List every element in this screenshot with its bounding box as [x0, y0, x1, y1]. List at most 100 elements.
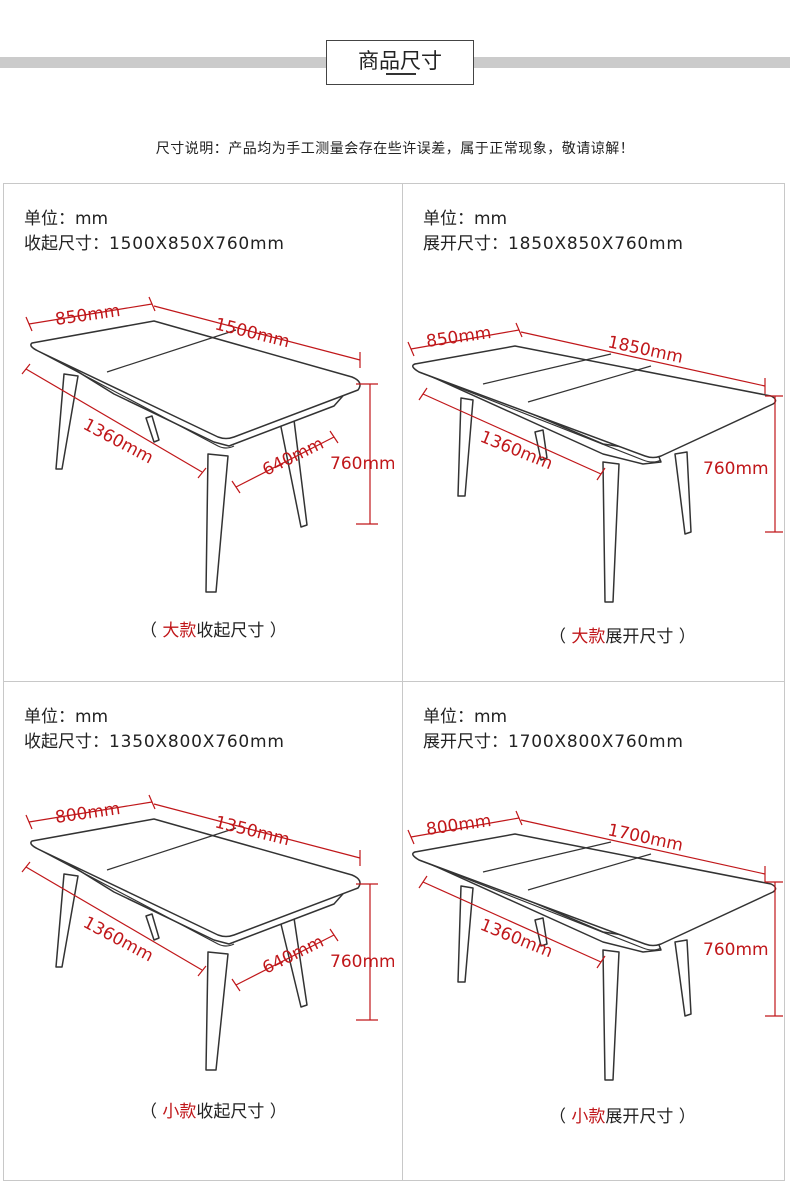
table-leg — [55, 373, 79, 470]
dim-tick — [231, 928, 339, 992]
size-line: 收起尺寸：1500X850X760mm — [24, 229, 285, 254]
unit-line: 单位：mm — [24, 204, 108, 229]
table-leg — [457, 885, 474, 983]
unit-label: 单位： — [24, 707, 75, 727]
caption-paren-close: ） — [264, 621, 287, 641]
caption-state: 收起尺寸 — [196, 1102, 265, 1122]
size-value: 1700X800X760mm — [508, 732, 684, 752]
size-line: 展开尺寸：1850X850X760mm — [423, 229, 684, 254]
panel-small-extended: 单位：mm 展开尺寸：1700X800X760mm — [403, 682, 790, 1179]
table-top — [30, 818, 361, 938]
dim-tick — [407, 810, 523, 845]
table-leg — [457, 397, 474, 497]
table-leg — [205, 951, 229, 1071]
dim-tick — [231, 430, 339, 494]
table-extended-diagram: 850mm 1850mm 1360mm 760mm — [407, 322, 783, 603]
dim-tick — [418, 387, 606, 481]
panel-caption: （ 大款收起尺寸 ） — [140, 616, 287, 641]
table-folded-diagram: 800mm 1350mm 1360mm 640mm 760mm — [21, 794, 394, 1071]
dim-label-length: 1700mm — [606, 820, 685, 855]
dim-label-length: 1850mm — [606, 332, 685, 367]
size-value: 1350X800X760mm — [109, 732, 285, 752]
size-label: 收起尺寸： — [24, 732, 109, 752]
unit-value: mm — [75, 209, 109, 229]
table-leg — [534, 429, 548, 461]
dim-line-width — [410, 817, 520, 838]
unit-value: mm — [474, 209, 508, 229]
table-edge — [37, 350, 235, 449]
size-grid: 单位：mm 收起尺寸：1500X850X760mm — [3, 183, 785, 1181]
grid-divider-vertical — [402, 184, 403, 1180]
caption-paren-open: （ — [140, 1102, 163, 1122]
table-top — [30, 320, 361, 440]
table-leg — [674, 939, 692, 1017]
dim-label-height: 760mm — [703, 940, 769, 960]
dim-label-height: 760mm — [330, 454, 394, 474]
unit-label: 单位： — [423, 209, 474, 229]
size-note: 尺寸说明：产品均为手工测量会存在些许误差，属于正常现象，敬请谅解！ — [155, 141, 635, 157]
table-seam — [106, 329, 237, 373]
table-seam — [106, 827, 237, 871]
caption-paren-close: ） — [264, 1102, 287, 1122]
dim-tick — [25, 794, 156, 830]
table-leg — [534, 917, 548, 947]
table-leg — [674, 451, 692, 535]
dim-label-width: 850mm — [54, 301, 122, 330]
dim-line-inner — [235, 436, 335, 488]
table-leg — [145, 913, 160, 941]
dim-tick — [765, 395, 783, 533]
caption-model: 大款 — [571, 627, 606, 647]
caption-model: 小款 — [162, 1102, 197, 1122]
grid-divider-horizontal — [4, 681, 784, 682]
panel-large-extended: 单位：mm 展开尺寸：1850X850X760mm — [403, 184, 790, 681]
size-label: 收起尺寸： — [24, 234, 109, 254]
table-seam — [482, 841, 652, 891]
caption-model: 小款 — [571, 1107, 606, 1127]
page-title: 商品尺寸 — [326, 40, 474, 85]
dim-label-height: 760mm — [330, 952, 394, 972]
unit-label: 单位： — [24, 209, 75, 229]
panel-small-folded: 单位：mm 收起尺寸：1350X800X760mm — [4, 682, 394, 1179]
dim-line-leg — [25, 368, 203, 473]
table-leg — [205, 453, 229, 593]
dim-line-length — [520, 819, 766, 875]
dim-line-length — [153, 305, 361, 361]
caption-paren-close: ） — [673, 627, 696, 647]
table-leg — [279, 419, 308, 528]
dim-tick — [765, 881, 783, 1017]
dim-tick — [25, 296, 156, 332]
table-folded-diagram: 850mm 1500mm 1360mm 640mm 760mm — [21, 296, 394, 593]
dim-line-length — [520, 331, 766, 387]
dim-tick — [356, 883, 378, 1021]
unit-value: mm — [75, 707, 109, 727]
dim-tick — [21, 363, 207, 479]
size-label: 展开尺寸： — [423, 234, 508, 254]
dim-line-leg — [25, 866, 203, 971]
table-leg — [55, 873, 79, 968]
dim-label-height: 760mm — [703, 459, 769, 479]
panel-large-folded: 单位：mm 收起尺寸：1500X850X760mm — [4, 184, 394, 681]
caption-paren-open: （ — [549, 627, 572, 647]
dim-tick — [356, 383, 378, 525]
table-leg — [145, 415, 160, 443]
table-leg — [602, 461, 620, 603]
dim-tick — [418, 875, 606, 969]
table-seam — [482, 353, 652, 403]
dim-label-width: 850mm — [425, 323, 493, 352]
dim-line-leg — [422, 393, 602, 475]
caption-state: 展开尺寸 — [605, 1107, 674, 1127]
table-edge — [37, 848, 235, 947]
dim-line-width — [410, 329, 520, 350]
size-line: 收起尺寸：1350X800X760mm — [24, 727, 285, 752]
dim-line-length — [153, 803, 361, 859]
dim-line-inner — [235, 934, 335, 986]
size-value: 1850X850X760mm — [508, 234, 684, 254]
panel-caption: （ 小款展开尺寸 ） — [549, 1102, 696, 1127]
dim-line-width — [28, 303, 153, 325]
dim-line-width — [28, 801, 153, 823]
unit-line: 单位：mm — [24, 702, 108, 727]
caption-paren-open: （ — [140, 621, 163, 641]
size-value: 1500X850X760mm — [109, 234, 285, 254]
unit-line: 单位：mm — [423, 204, 507, 229]
title-underline — [386, 73, 416, 75]
